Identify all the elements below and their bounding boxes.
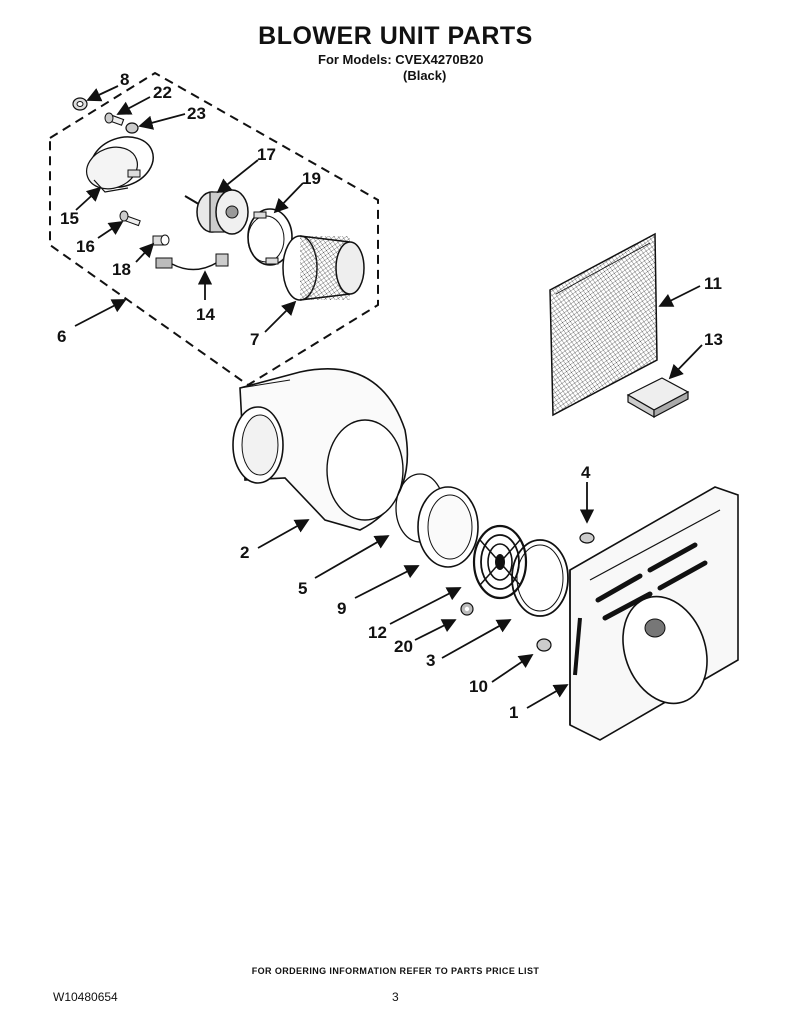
callout-12: 12 (368, 623, 387, 642)
part-3-mounting-ring (511, 539, 569, 617)
callout-16: 16 (76, 237, 95, 256)
part-12-finger-guard (472, 524, 528, 600)
part-1-blower-panel (569, 486, 739, 741)
part-18-spacer (152, 234, 170, 246)
models-line: For Models: CVEX4270B20 (318, 52, 484, 67)
ordering-note: FOR ORDERING INFORMATION REFER TO PARTS … (251, 966, 540, 976)
part-11-filter-screen (549, 232, 658, 417)
part-14-wire-harness (155, 253, 229, 271)
callout-4: 4 (581, 463, 591, 482)
callout-2: 2 (240, 543, 249, 562)
part-22-screw (104, 112, 125, 126)
part-9-inlet-ring (417, 486, 479, 568)
callout-22: 22 (153, 83, 172, 102)
callout-11: 11 (704, 274, 722, 293)
callout-9: 9 (337, 599, 346, 618)
callout-20: 20 (394, 637, 413, 656)
motor-assembly-dashed-outline (49, 71, 379, 387)
part-16-screw (119, 210, 141, 227)
page-number: 3 (392, 990, 399, 1004)
part-8-nut (72, 97, 88, 111)
callout-15: 15 (60, 209, 79, 228)
callout-17: 17 (257, 145, 276, 164)
callout-6: 6 (57, 327, 66, 346)
part-4-nut (579, 532, 595, 544)
part-7-blower-wheel (282, 235, 365, 301)
callout-19: 19 (302, 169, 321, 188)
part-23-nut (125, 122, 139, 134)
page-title: BLOWER UNIT PARTS (258, 22, 533, 50)
callout-7: 7 (250, 330, 259, 349)
part-10-nut (536, 638, 552, 652)
callout-8: 8 (120, 70, 129, 89)
callout-5: 5 (298, 579, 307, 598)
callout-1: 1 (509, 703, 518, 722)
callout-10: 10 (469, 677, 488, 696)
part-17-motor (184, 189, 249, 235)
part-19-clamp-ring (247, 208, 293, 266)
color-line: (Black) (403, 68, 447, 83)
callout-18: 18 (112, 260, 131, 279)
callout-13: 13 (704, 330, 723, 349)
part-13-charcoal-filter (626, 377, 690, 419)
document-number: W10480654 (53, 990, 118, 1004)
callout-3: 3 (426, 651, 435, 670)
callout-23: 23 (187, 104, 206, 123)
leader-lines (74, 85, 703, 709)
part-2-blower-housing (232, 368, 409, 531)
part-15-motor-collar (86, 136, 154, 193)
callout-14: 14 (196, 305, 215, 324)
part-20-nut (460, 602, 474, 616)
